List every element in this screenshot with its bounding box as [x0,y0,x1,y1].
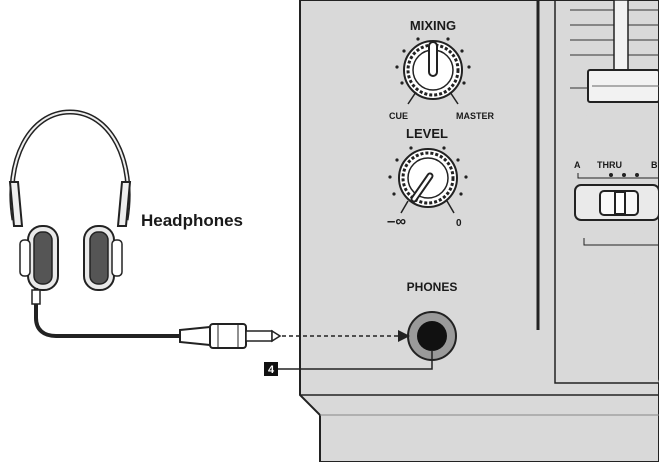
crossfader-assign-switch: A THRU B [574,160,659,246]
level-max-label: 0 [456,218,462,229]
insert-arrow [282,330,410,342]
phones-jack: PHONES [407,280,458,361]
master-label: MASTER [456,111,495,121]
headphone-plug [179,323,282,349]
mixing-knob: MIXING CUE MASTER [389,18,495,121]
headphones-label: Headphones [141,211,243,230]
callout-number: 4 [268,364,275,376]
mixing-label: MIXING [410,18,456,33]
level-knob: LEVEL –∞ 0 [387,126,468,230]
phones-label: PHONES [407,280,458,294]
crossfader-b-label: B [651,160,658,170]
level-min-label: –∞ [387,213,406,230]
cue-label: CUE [389,111,408,121]
headphones-icon [8,109,132,291]
headphone-cable [31,288,182,338]
crossfader-thru-label: THRU [597,160,622,170]
channel-fader [570,0,659,103]
callout-4: 4 [264,350,433,376]
level-label: LEVEL [406,126,448,141]
crossfader-a-label: A [574,160,581,170]
